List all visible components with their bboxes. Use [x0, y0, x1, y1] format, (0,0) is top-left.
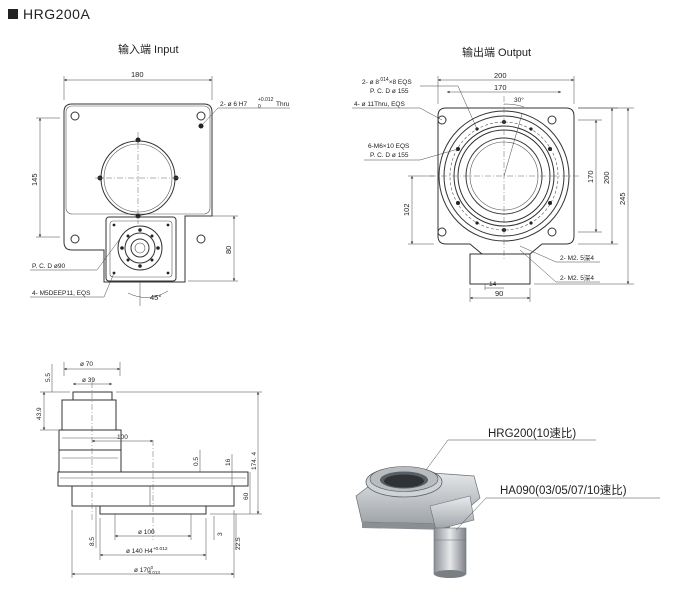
output-view: 30° 200 170 170 200 245 102 90 14 2- ø 8…: [352, 71, 634, 302]
side-d100: ø 100: [138, 529, 155, 536]
side-view: ø 70 ø 39 5.5 43.9 100 0.5 16 174. 4 60 …: [36, 361, 262, 578]
output-angle: 30°: [514, 96, 524, 104]
input-dim-height: 145: [30, 173, 39, 186]
side-h16: 16: [225, 458, 232, 466]
iso-label-gearbox: HA090(03/05/07/10速比): [500, 484, 627, 497]
output-dim-170: 170: [494, 83, 507, 92]
input-hole-tol-low: 0: [258, 104, 261, 110]
iso-gearbox-body: [433, 527, 467, 575]
input-angle: 45°: [150, 293, 161, 302]
output-m25-a: 2- M2. 5深4: [560, 253, 594, 262]
iso-view: HRG200(10速比) HA090(03/05/07/10速比): [355, 427, 660, 578]
input-hole-suffix: Thru: [276, 101, 290, 108]
output-dim-102: 102: [402, 203, 411, 216]
output-note2: 4- ø 11Thru, EQS: [354, 101, 405, 108]
side-d140: ø 140 H4+0.012: [126, 546, 168, 555]
output-note3-pcd: P. C. D ø 155: [370, 152, 409, 159]
output-gearbox-stub: [469, 253, 531, 285]
side-h55: 5.5: [45, 373, 52, 382]
output-view-title: 输出端 Output: [462, 47, 532, 59]
input-gearbox-block: [105, 216, 177, 282]
input-view: 180 145 80 2- ø 6 H7 +0.012 0 Thru P. C.…: [30, 70, 290, 306]
side-h1744: 174. 4: [251, 452, 258, 470]
side-h3: 3: [217, 532, 224, 536]
output-dim-200: 200: [494, 71, 507, 80]
input-flange-outline: [63, 103, 213, 283]
iso-label-reducer: HRG200(10速比): [488, 427, 576, 440]
output-dim-14: 14: [489, 281, 497, 288]
title-text: HRG200A: [23, 6, 91, 22]
input-dim-80: 80: [224, 246, 233, 254]
side-w100: 100: [117, 434, 128, 441]
input-view-title: 输入端 Input: [118, 44, 179, 56]
side-h60: 60: [243, 492, 250, 500]
side-d70: ø 70: [80, 361, 93, 368]
side-input-shaft: [72, 391, 113, 401]
output-dim-h170: 170: [586, 170, 595, 183]
input-dim-width: 180: [131, 70, 144, 79]
output-dim-h200: 200: [602, 171, 611, 184]
side-h225: 22.5: [235, 537, 242, 550]
output-note1-pcd: P. C. D ø 155: [370, 88, 409, 95]
input-tap-note: 4- M5DEEP11, EQS: [32, 290, 91, 297]
input-pcd-note: P. C. D ø90: [32, 263, 66, 270]
output-dim-90: 90: [495, 289, 503, 298]
drawing-title: HRG200A: [8, 6, 90, 22]
output-m25-b: 2- M2. 5深4: [560, 273, 594, 282]
output-note1: 2- ø 8.014×8 EQS: [362, 77, 412, 86]
side-d39: ø 39: [82, 377, 95, 384]
side-h439: 43.9: [36, 407, 43, 420]
output-dim-h245: 245: [618, 192, 627, 205]
title-square-icon: [8, 9, 18, 19]
input-hole-tol: +0.012: [258, 97, 274, 103]
side-h05: 0.5: [193, 457, 200, 466]
side-h85: 8.5: [89, 537, 96, 546]
output-note3: 6-M6×10 EQS: [368, 143, 410, 150]
side-d170: ø 1700-0.013: [134, 565, 160, 575]
input-hole-note: 2- ø 6 H7: [220, 101, 247, 108]
